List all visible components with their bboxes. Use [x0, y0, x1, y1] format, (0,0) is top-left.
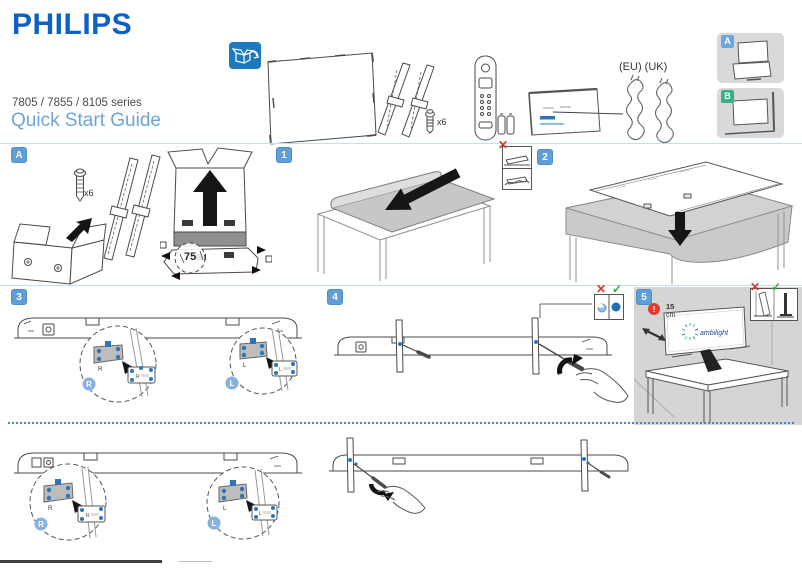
separator-mid [0, 285, 802, 286]
stand-detail-left-circle: L L L [225, 327, 298, 395]
svg-text:!: ! [653, 304, 656, 314]
stand-detail-right-circle: R R R [29, 463, 107, 541]
size-limit-label: 75 [184, 251, 197, 263]
page-bottom-line [0, 560, 162, 563]
option-a-badge: A [721, 35, 734, 48]
section-a-badge: A [11, 147, 27, 163]
screw-tight-inset [594, 294, 624, 320]
option-b-badge: B [721, 90, 734, 103]
cross-icon: ✕ [750, 280, 761, 294]
rotate-arrow-icon [557, 357, 573, 375]
ambilight-label: ambilight [700, 330, 729, 337]
distance-unit: cm [666, 312, 676, 319]
attach-brackets-illustration-2: R R R L L L [14, 452, 302, 541]
svg-text:R: R [48, 506, 53, 512]
tv-panel [267, 52, 377, 145]
check-icon: ✓ [771, 280, 782, 294]
arrow-up-icon [66, 218, 92, 242]
stand-left-badge [225, 376, 239, 390]
cross-icon: ✕ [596, 282, 607, 296]
stand-right-badge [34, 517, 48, 531]
rotate-arrow-icon [368, 483, 386, 496]
stand-legs [377, 62, 435, 138]
batteries-icon [497, 113, 515, 135]
svg-text:L: L [230, 379, 235, 388]
soft-surface-inset [502, 146, 532, 190]
cross-icon: ✕ [498, 138, 509, 152]
option-card-stand: A [717, 33, 784, 83]
svg-text:L: L [212, 519, 217, 528]
attach-brackets-illustration: R R R L L L [14, 317, 302, 403]
ambilight-logo [681, 323, 699, 340]
svg-text:R: R [86, 513, 90, 519]
box-contents-illustration [267, 52, 515, 145]
svg-text:R: R [98, 367, 103, 373]
distance-value: 15 [666, 302, 674, 311]
distance-arrow-icon [642, 328, 666, 341]
tv-screen [663, 306, 751, 372]
plug-region-label: (EU) (UK) [619, 61, 668, 73]
remote-icon [474, 55, 497, 141]
stand-detail-right-circle: R R R [79, 325, 157, 403]
separator-top [0, 143, 802, 144]
svg-text:R: R [86, 380, 92, 389]
philips-logo: PHILIPS [12, 8, 133, 41]
page-title: Quick Start Guide [11, 110, 161, 131]
place-blanket-illustration [316, 168, 496, 281]
screws-count-label-a: x6 [84, 188, 94, 198]
power-plugs-illustration [625, 74, 674, 144]
option-card-wall: B [717, 88, 784, 138]
series-label: 7805 / 7855 / 8105 series [12, 97, 142, 109]
size-limit-circle [174, 242, 206, 274]
stand-left-badge [207, 516, 221, 530]
arrow-up-icon [193, 170, 227, 226]
separator-dashed [8, 422, 794, 424]
open-box-illustration [11, 218, 107, 285]
screw-stands-illustration [334, 303, 629, 403]
lay-tv-illustration [565, 161, 794, 284]
svg-text:R: R [38, 520, 44, 529]
screw-illustration [74, 168, 86, 202]
tv-on-stand-art [732, 40, 772, 81]
stand-legs-illustration [103, 154, 161, 261]
stand-right-badge [82, 377, 96, 391]
hand-illustration [575, 368, 629, 403]
check-icon: ✓ [612, 282, 623, 296]
screw-icon [425, 109, 435, 134]
step-4-badge: 4 [327, 289, 343, 305]
svg-text:L: L [259, 511, 262, 517]
svg-text:L: L [243, 363, 247, 369]
step-2-badge: 2 [537, 149, 553, 165]
page-bottom-line-faint [178, 561, 212, 562]
tv-on-wall-art [724, 91, 776, 135]
step-1-badge: 1 [276, 147, 292, 163]
placement-inset [750, 288, 798, 321]
step-3-badge: 3 [11, 289, 27, 305]
screws-count-label: x6 [437, 117, 447, 127]
screw-stands-illustration-2 [329, 437, 629, 514]
unbox-icon [229, 42, 261, 69]
svg-text:L: L [223, 506, 227, 512]
arrow-down-icon [668, 212, 692, 246]
hand-illustration [376, 485, 426, 514]
unbox-tv-illustration [160, 147, 272, 280]
arrow-down-left-icon [385, 168, 461, 210]
svg-text:L: L [279, 367, 282, 373]
stand-detail-left-circle: L L L [206, 466, 280, 540]
svg-text:R: R [136, 374, 140, 380]
warning-icon [648, 303, 660, 315]
manual-booklet [528, 87, 624, 136]
step-5-badge: 5 [636, 289, 652, 305]
